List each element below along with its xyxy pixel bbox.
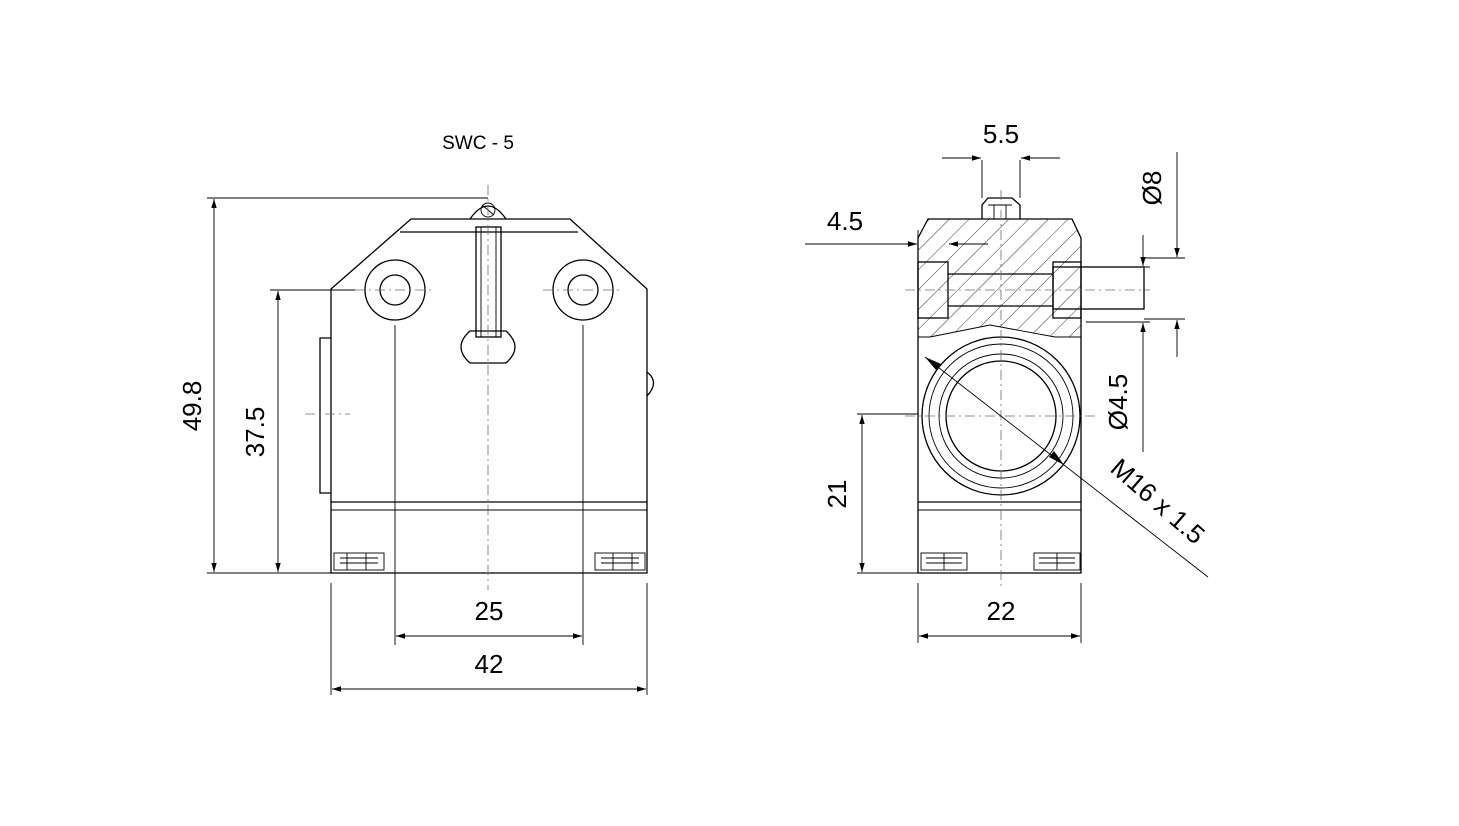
- dim-hole-spacing: 25: [475, 596, 504, 626]
- dim-height-mount: 37.5: [240, 407, 270, 458]
- front-view: 49.8 37.5 25 42: [177, 185, 655, 695]
- side-terminal-right: [1033, 552, 1081, 571]
- dim-front-width: 42: [475, 649, 504, 679]
- side-terminal-left: [920, 552, 968, 571]
- dim-conduit-height: 21: [822, 480, 852, 509]
- front-body-outline: [330, 218, 648, 574]
- front-plunger: [460, 202, 516, 364]
- dim-thread: M16 x 1.5: [1105, 452, 1211, 550]
- dim-rod-diameter: Ø8: [1137, 171, 1167, 206]
- front-terminal-left: [333, 552, 385, 571]
- side-section-hatch: [918, 219, 1081, 337]
- side-view: 5.5 4.5 Ø8 Ø4.5 M16 x 1.5 21 22: [805, 119, 1211, 643]
- dim-plunger-width: 5.5: [983, 119, 1019, 149]
- dim-offset: 4.5: [827, 206, 863, 236]
- dim-height-total: 49.8: [177, 381, 207, 432]
- dim-side-width: 22: [987, 596, 1016, 626]
- drawing-title: SWC - 5: [442, 133, 514, 154]
- front-terminal-right: [594, 552, 646, 571]
- dim-hole-diameter: Ø4.5: [1103, 374, 1133, 430]
